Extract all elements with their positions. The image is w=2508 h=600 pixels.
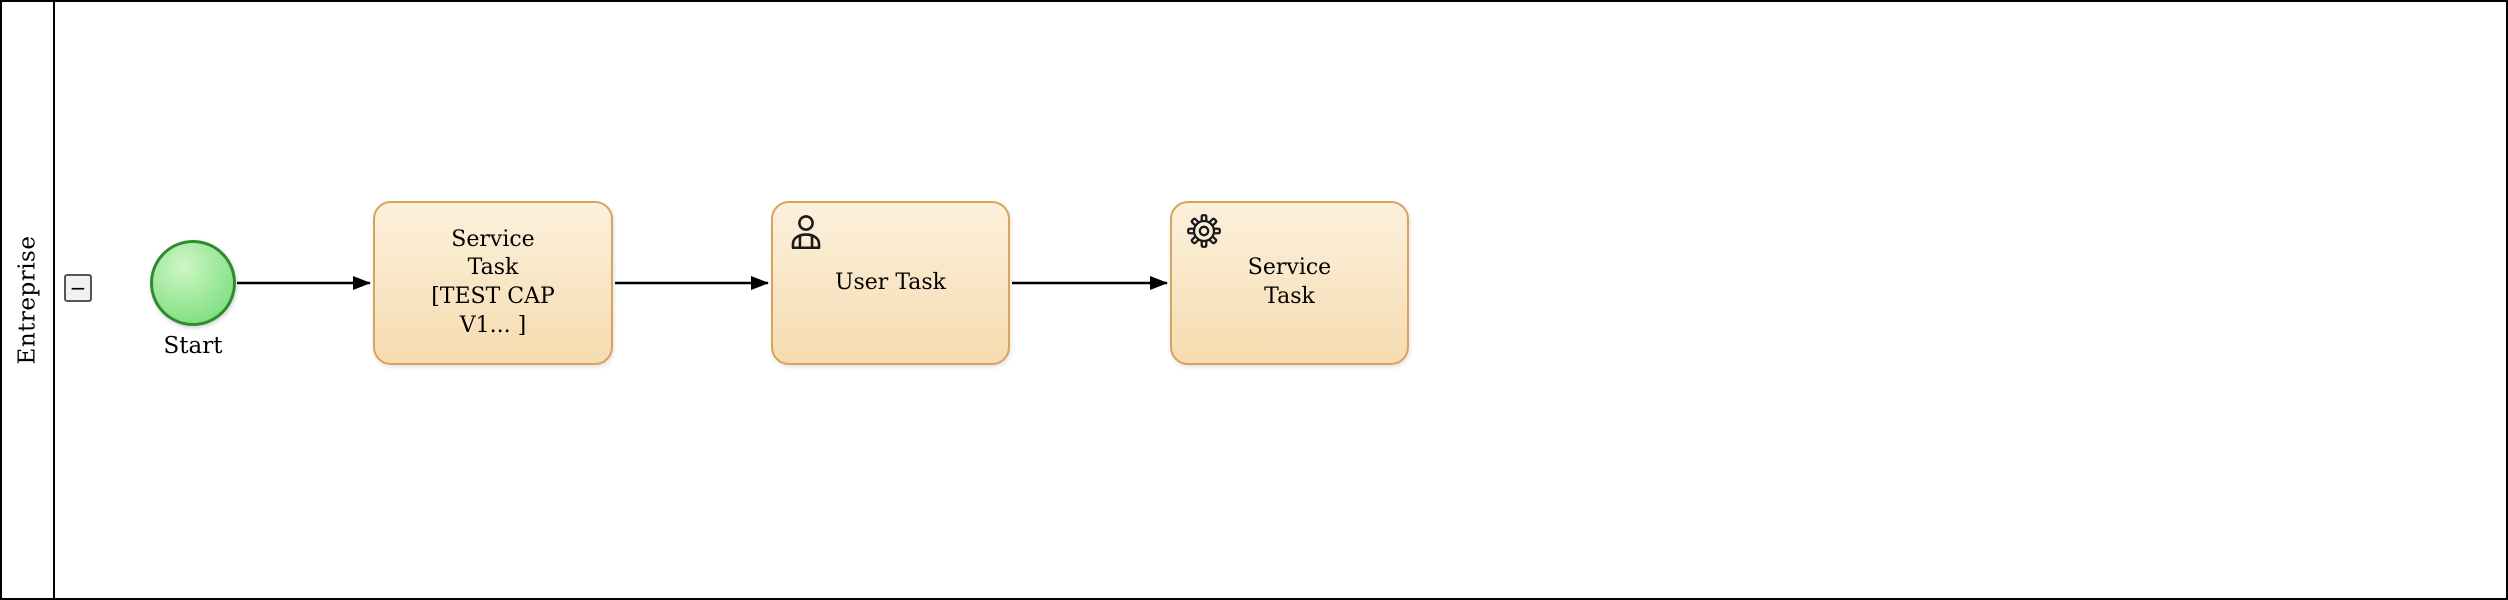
lane-label: Entreprise (14, 235, 41, 365)
task-label: Service Task [TEST CAP V1... ] (431, 226, 555, 340)
user-icon (784, 210, 828, 263)
task-label-line: V1... ] (459, 312, 527, 338)
gear-icon (1183, 210, 1225, 261)
start-event-label: Start (163, 333, 223, 359)
lane-header-entreprise[interactable]: Entreprise (2, 2, 55, 598)
task-service-task-2[interactable]: Service Task (1170, 201, 1409, 365)
task-label-line: Task (1264, 284, 1315, 309)
start-event[interactable] (150, 240, 236, 326)
task-user-task[interactable]: User Task (771, 201, 1010, 365)
task-label-line: Service (451, 226, 535, 252)
task-label-line: Task (467, 255, 519, 281)
task-label: User Task (834, 269, 947, 295)
task-label: Service Task (1248, 254, 1331, 311)
lane-collapse-button[interactable]: − (64, 274, 92, 302)
task-label-line: Service (1247, 255, 1332, 281)
task-label-line: [TEST CAP (431, 284, 555, 309)
task-service-task-1[interactable]: Service Task [TEST CAP V1... ] (373, 201, 613, 365)
